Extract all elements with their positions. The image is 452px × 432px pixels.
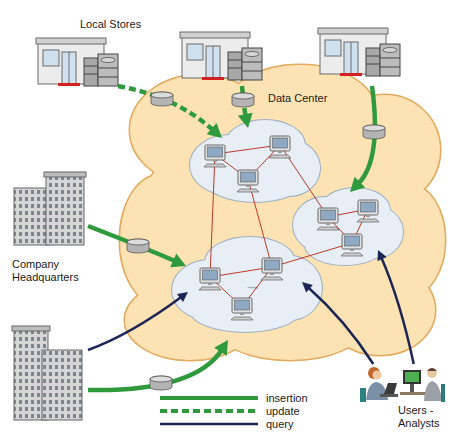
data-cylinder	[150, 376, 172, 390]
arrow-head	[378, 250, 387, 261]
store-group: Local Stores	[30, 8, 420, 86]
arrow-head	[238, 113, 253, 128]
analyst-figures	[366, 382, 388, 400]
insertion-arrow	[88, 226, 186, 267]
connector-line	[88, 297, 182, 350]
computer-icon	[341, 234, 363, 256]
analyst-figures	[360, 388, 366, 402]
analyst-figures	[424, 381, 442, 401]
arrow-head	[302, 282, 313, 292]
connector-line	[88, 226, 176, 261]
analyst-figures	[405, 372, 419, 382]
network-link	[272, 243, 352, 267]
analyst-figures	[373, 371, 382, 380]
data-cylinder	[127, 239, 149, 253]
computer-icon	[269, 136, 291, 158]
legend-label: update	[266, 405, 300, 418]
arrow-head	[350, 177, 365, 192]
server-cloud-fill	[172, 120, 403, 332]
legend-label: query	[266, 418, 294, 431]
analyst-figures	[403, 370, 421, 384]
query-arrow	[378, 250, 414, 364]
headquarters-group: Company Headquarters	[6, 168, 88, 424]
store-building	[180, 32, 262, 80]
analyst-figures	[427, 368, 437, 378]
server-cloud-fill	[305, 225, 385, 265]
connector-line	[118, 86, 214, 131]
network-link	[210, 154, 215, 277]
legend-sample	[160, 398, 258, 424]
connector-line	[88, 350, 222, 391]
arrow-head	[177, 292, 188, 302]
arrow-head	[207, 123, 222, 138]
computer-icon	[357, 200, 379, 222]
node-label: Local Stores	[80, 18, 141, 31]
query-arrow	[302, 282, 373, 364]
data-cylinder	[127, 92, 385, 390]
analysts-group: Users - Analysts	[352, 364, 452, 432]
computer-icon	[204, 145, 226, 167]
data-center-cloud-fill	[120, 65, 445, 360]
legend-sample	[160, 409, 258, 413]
network-link	[210, 145, 368, 307]
office-building	[44, 172, 86, 177]
legend-label: insertion	[266, 392, 308, 405]
computer-icon	[231, 298, 253, 320]
analyst-figures	[384, 383, 397, 394]
data-center-cloud-outline	[120, 65, 445, 360]
computer-icon	[237, 170, 259, 192]
computer-icon	[199, 268, 221, 290]
legend-sample	[160, 396, 258, 400]
store-building	[36, 28, 400, 86]
computer-icon	[317, 208, 339, 230]
node-label: Users - Analysts	[398, 404, 450, 430]
connector-line	[381, 257, 414, 364]
data-cylinder	[363, 125, 385, 139]
server-cloud-outline	[305, 225, 385, 265]
store-building	[318, 28, 400, 76]
connector-line	[308, 287, 373, 364]
data-cylinder	[151, 92, 173, 106]
legend-sample	[160, 423, 258, 426]
node-label: Company Headquarters	[12, 258, 86, 284]
update-arrow	[118, 86, 222, 138]
analyst-figures	[380, 394, 398, 397]
query-arrow	[88, 292, 188, 350]
office-building	[42, 350, 82, 420]
computer-icon	[261, 258, 283, 280]
arrow-head	[170, 254, 186, 268]
analyst-figures	[441, 384, 445, 402]
store-building	[36, 38, 118, 86]
data-cylinder	[232, 93, 254, 107]
server-cloud-fill	[190, 288, 300, 332]
server-cloud-outline	[172, 120, 403, 332]
insertion-arrow	[88, 340, 228, 390]
office-building	[12, 172, 86, 420]
data-center-cloud: Data Center	[128, 88, 446, 362]
server-cloud-outline	[190, 288, 300, 332]
computer-icon	[199, 136, 379, 320]
analyst-figures	[427, 368, 437, 371]
analyst-figures	[410, 384, 414, 392]
arrow-head	[214, 340, 228, 356]
office-building	[46, 176, 84, 245]
office-building	[14, 188, 50, 245]
node-label: Data Center	[268, 92, 327, 105]
analyst-figures	[360, 367, 445, 402]
office-building	[12, 326, 50, 331]
